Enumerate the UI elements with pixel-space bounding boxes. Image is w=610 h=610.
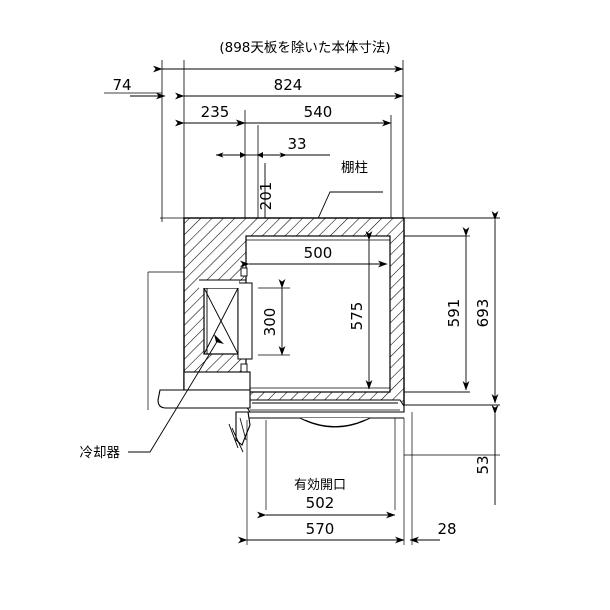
dim-570-label: 570 xyxy=(306,520,335,538)
shelf-clip-bottom xyxy=(240,363,248,373)
dim-body-width: 824 xyxy=(175,76,404,100)
dim-591-label: 591 xyxy=(445,299,463,328)
cooler-callout: 冷却器 xyxy=(80,334,224,461)
title-note-text: (898天板を除いた本体寸法) xyxy=(219,40,390,56)
dim-post-gap: 33 xyxy=(216,135,330,158)
dim-575-label: 575 xyxy=(348,302,366,331)
base-plinth xyxy=(157,389,251,409)
cooler-label: 冷却器 xyxy=(80,445,121,461)
dim-502-label: 502 xyxy=(306,494,335,512)
door-assembly xyxy=(157,389,405,453)
dim-300-label: 300 xyxy=(261,308,279,337)
dim-53-label: 53 xyxy=(474,455,492,474)
cabinet-body xyxy=(183,217,405,406)
dim-235-label: 235 xyxy=(201,103,230,121)
effective-opening-label: 有効開口 xyxy=(294,478,346,493)
dim-segments: 235 540 xyxy=(175,103,392,127)
shelf-clip-top xyxy=(240,267,248,277)
dim-824-label: 824 xyxy=(274,76,303,94)
dim-right-side: 591 693 53 xyxy=(404,211,500,505)
extension-lines xyxy=(104,60,404,228)
dim-540-label: 540 xyxy=(304,103,333,121)
dim-left-offset: 74 xyxy=(112,76,166,100)
shelf-post-label: 棚柱 xyxy=(341,160,368,176)
compressor-block xyxy=(183,371,251,391)
dim-500-label: 500 xyxy=(304,244,333,262)
dim-28-label: 28 xyxy=(437,520,456,538)
dim-33-label: 33 xyxy=(287,135,306,153)
dim-inner-width: 500 xyxy=(240,244,388,268)
dim-201-label: 201 xyxy=(257,182,275,211)
dim-shelf-drop: 300 xyxy=(258,279,290,356)
dim-693-label: 693 xyxy=(474,299,492,328)
dim-body-note: (898天板を除いた本体寸法) xyxy=(153,40,404,73)
dim-bottom-group: 有効開口 502 570 28 xyxy=(238,412,457,545)
cooler-duct xyxy=(237,282,253,360)
dim-74-label: 74 xyxy=(112,76,131,94)
dim-inner-height: 575 xyxy=(348,231,373,390)
